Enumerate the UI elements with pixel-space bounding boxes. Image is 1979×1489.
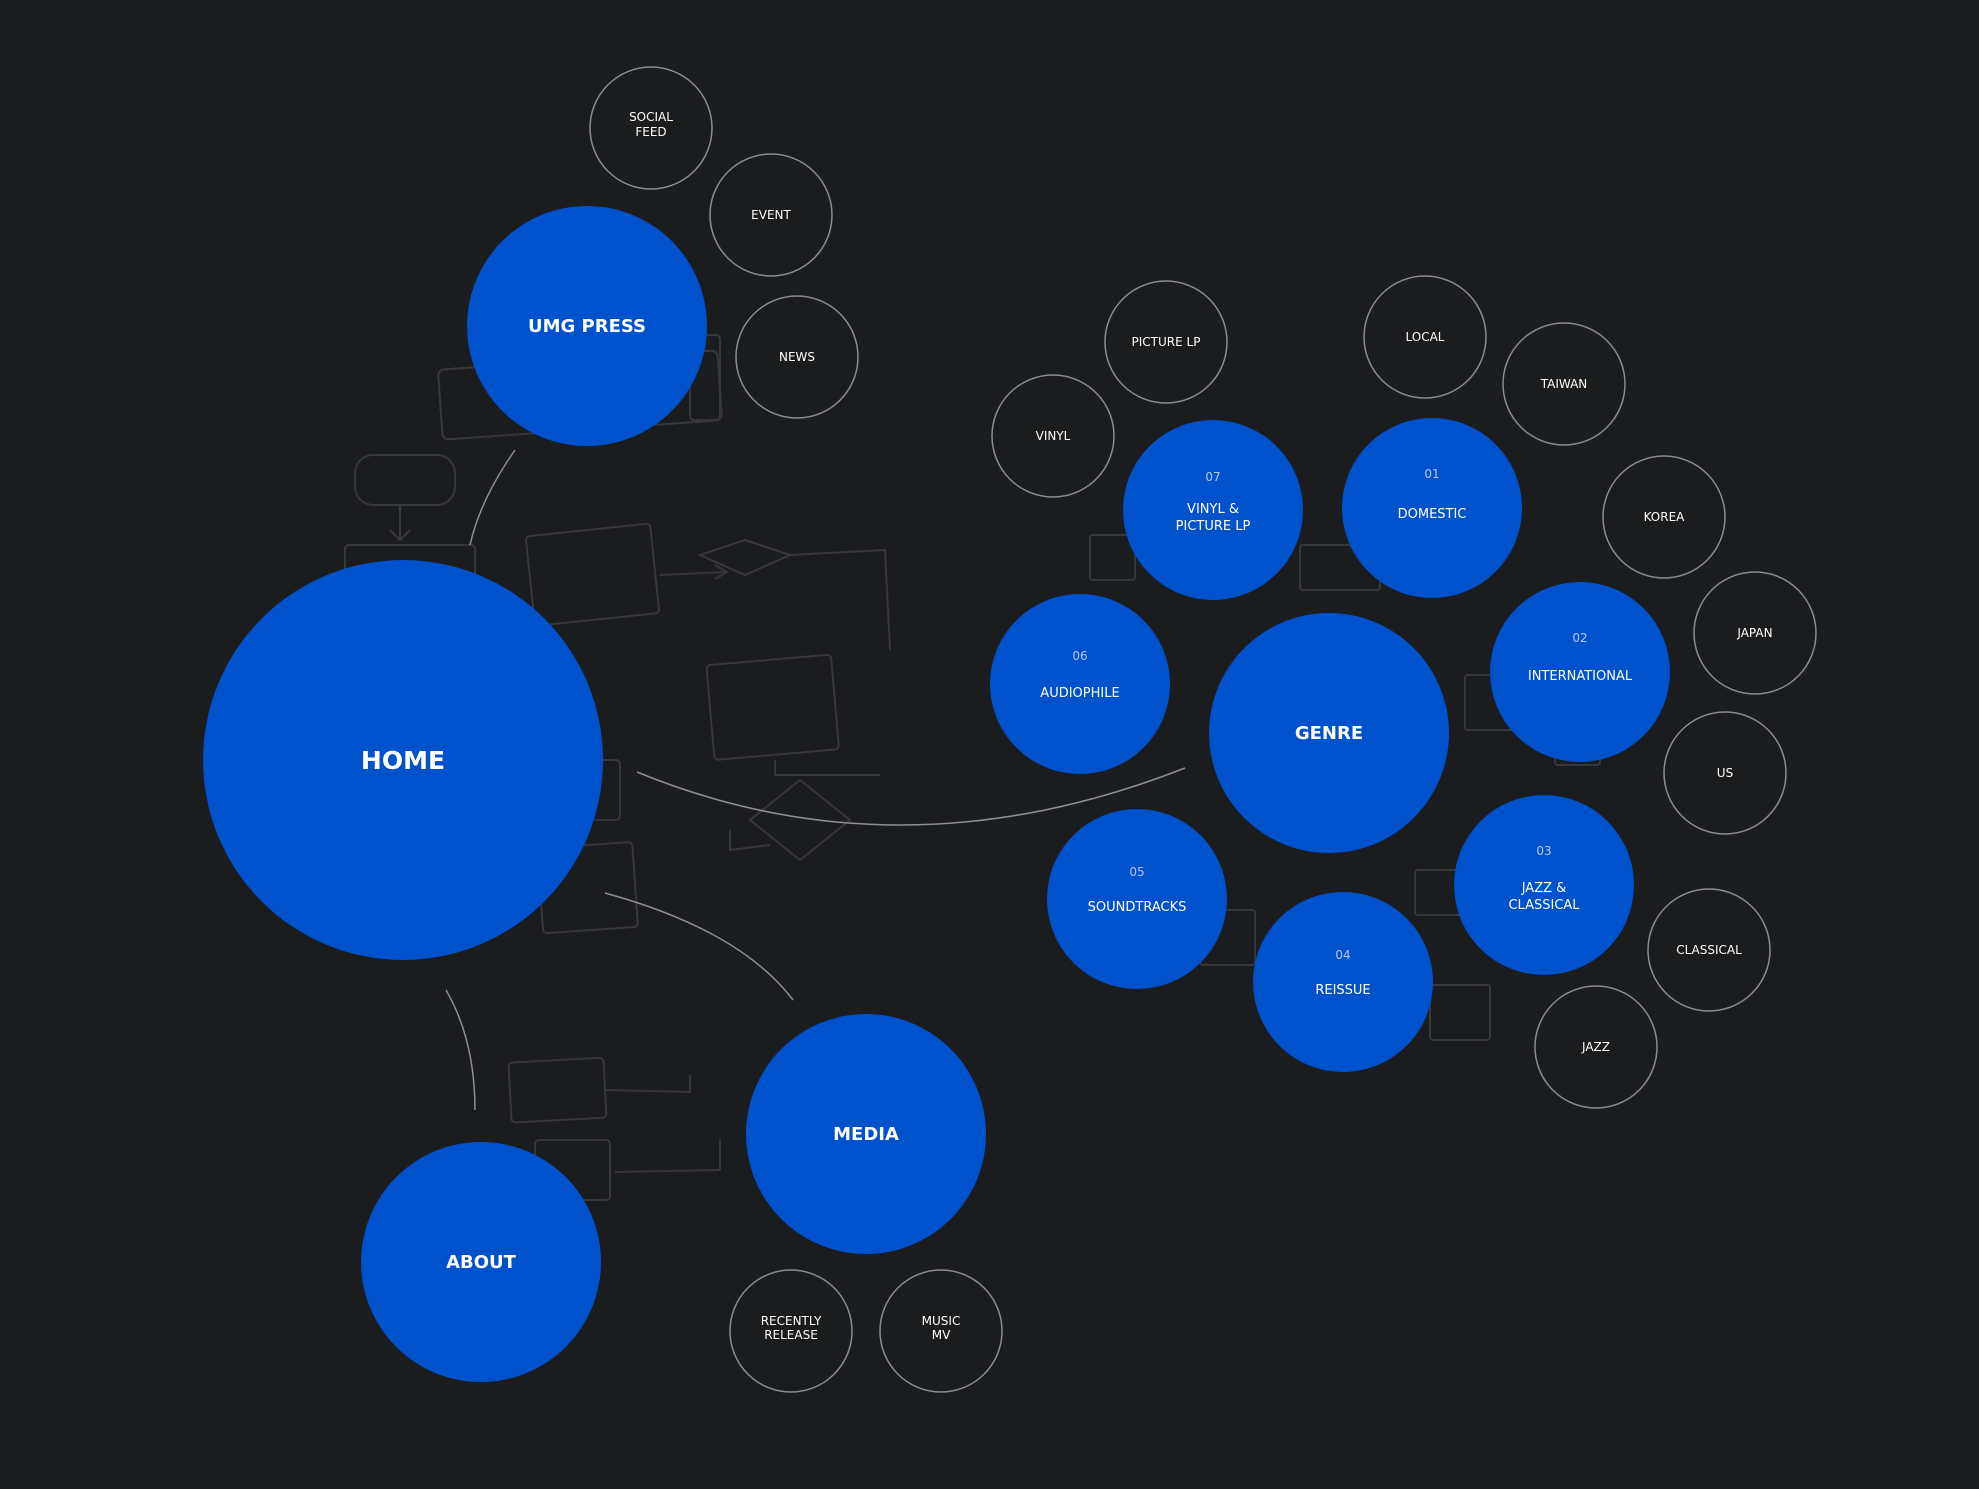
node-soundtracks[interactable]: 05 SOUNDTRACKS bbox=[1047, 809, 1227, 989]
node-vinyl-picture-lp-label-1: VINYL & bbox=[1187, 502, 1239, 517]
node-reissue-circle bbox=[1253, 892, 1433, 1072]
node-about-label: ABOUT bbox=[446, 1252, 517, 1273]
node-umg-press-circle bbox=[467, 206, 707, 446]
node-korea-circle bbox=[1602, 455, 1726, 579]
node-jazz-classical-number: 03 bbox=[1536, 844, 1551, 858]
node-jazz[interactable]: JAZZ bbox=[1534, 985, 1658, 1109]
node-home[interactable]: HOME bbox=[203, 560, 603, 960]
node-audiophile[interactable]: 06 AUDIOPHILE bbox=[990, 594, 1170, 774]
node-music-mv-label-2: MV bbox=[932, 1328, 951, 1342]
node-jazz-classical-circle bbox=[1454, 795, 1634, 975]
node-news[interactable]: NEWS bbox=[735, 295, 859, 419]
node-international-circle bbox=[1490, 582, 1670, 762]
node-media[interactable]: MEDIA bbox=[746, 1014, 986, 1254]
node-reissue[interactable]: 04 REISSUE bbox=[1253, 892, 1433, 1072]
node-genre[interactable]: GENRE bbox=[1209, 613, 1449, 853]
node-umg-press-label: UMG PRESS bbox=[528, 316, 646, 337]
node-vinyl-picture-lp-circle bbox=[1123, 420, 1303, 600]
node-domestic-label: DOMESTIC bbox=[1398, 507, 1467, 522]
node-picture-lp-label: PICTURE LP bbox=[1132, 335, 1201, 349]
node-picture-lp-circle bbox=[1104, 280, 1228, 404]
node-reissue-label: REISSUE bbox=[1315, 983, 1370, 998]
node-news-label: NEWS bbox=[779, 350, 815, 364]
node-genre-label: GENRE bbox=[1295, 723, 1363, 744]
node-jazz-classical-label-1: JAZZ & bbox=[1521, 881, 1567, 896]
node-soundtracks-circle bbox=[1047, 809, 1227, 989]
node-local-circle bbox=[1363, 275, 1487, 399]
node-recently-release-label-1: RECENTLY bbox=[761, 1314, 822, 1328]
node-korea-label: KOREA bbox=[1644, 510, 1686, 524]
node-media-circle bbox=[746, 1014, 986, 1254]
node-jazz-classical-label-2: CLASSICAL bbox=[1508, 898, 1580, 913]
node-news-circle bbox=[735, 295, 859, 419]
node-us[interactable]: US bbox=[1663, 711, 1787, 835]
node-event-label: EVENT bbox=[751, 208, 791, 222]
node-social-feed-circle bbox=[589, 66, 713, 190]
node-umg-press[interactable]: UMG PRESS bbox=[467, 206, 707, 446]
node-domestic-number: 01 bbox=[1424, 467, 1439, 481]
node-taiwan-label: TAIWAN bbox=[1540, 377, 1588, 391]
node-picture-lp[interactable]: PICTURE LP bbox=[1104, 280, 1228, 404]
node-music-mv-circle bbox=[879, 1269, 1003, 1393]
node-classical[interactable]: CLASSICAL bbox=[1647, 888, 1771, 1012]
node-about[interactable]: ABOUT bbox=[361, 1142, 601, 1382]
node-korea[interactable]: KOREA bbox=[1602, 455, 1726, 579]
node-home-circle bbox=[203, 560, 603, 960]
node-event[interactable]: EVENT bbox=[709, 153, 833, 277]
node-event-circle bbox=[709, 153, 833, 277]
node-vinyl-picture-lp[interactable]: 07 VINYL & PICTURE LP bbox=[1123, 420, 1303, 600]
node-classical-circle bbox=[1647, 888, 1771, 1012]
node-vinyl-picture-lp-number: 07 bbox=[1205, 470, 1220, 484]
node-vinyl-picture-lp-label-2: PICTURE LP bbox=[1176, 519, 1251, 534]
node-international-number: 02 bbox=[1572, 631, 1587, 645]
node-us-circle bbox=[1663, 711, 1787, 835]
node-media-label: MEDIA bbox=[833, 1124, 899, 1145]
node-us-label: US bbox=[1717, 766, 1733, 780]
node-social-feed[interactable]: SOCIAL FEED bbox=[589, 66, 713, 190]
node-domestic-circle bbox=[1342, 418, 1522, 598]
connector-home-umg-press bbox=[469, 449, 516, 546]
node-jazz-classical[interactable]: 03 JAZZ & CLASSICAL bbox=[1454, 795, 1634, 975]
node-recently-release-label-2: RELEASE bbox=[764, 1328, 818, 1342]
node-audiophile-label: AUDIOPHILE bbox=[1040, 686, 1119, 701]
node-japan-circle bbox=[1693, 571, 1817, 695]
node-home-label: HOME bbox=[361, 746, 445, 775]
node-local[interactable]: LOCAL bbox=[1363, 275, 1487, 399]
node-recently-release[interactable]: RECENTLY RELEASE bbox=[729, 1269, 853, 1393]
node-japan[interactable]: JAPAN bbox=[1693, 571, 1817, 695]
node-vinyl[interactable]: VINYL bbox=[991, 374, 1115, 498]
node-recently-release-circle bbox=[729, 1269, 853, 1393]
node-domestic[interactable]: 01 DOMESTIC bbox=[1342, 418, 1522, 598]
node-soundtracks-label: SOUNDTRACKS bbox=[1088, 900, 1187, 915]
node-international[interactable]: 02 INTERNATIONAL bbox=[1490, 582, 1670, 762]
node-reissue-number: 04 bbox=[1335, 948, 1350, 962]
node-taiwan-circle bbox=[1502, 322, 1626, 446]
node-audiophile-number: 06 bbox=[1072, 649, 1087, 663]
node-social-feed-label-1: SOCIAL bbox=[629, 110, 673, 124]
node-music-mv[interactable]: MUSIC MV bbox=[879, 1269, 1003, 1393]
node-social-feed-label-2: FEED bbox=[635, 125, 666, 139]
node-jazz-circle bbox=[1534, 985, 1658, 1109]
node-local-label: LOCAL bbox=[1406, 330, 1445, 344]
node-jazz-label: JAZZ bbox=[1581, 1040, 1610, 1054]
node-soundtracks-number: 05 bbox=[1129, 865, 1144, 879]
connectors bbox=[445, 449, 1186, 1111]
node-genre-circle bbox=[1209, 613, 1449, 853]
node-about-circle bbox=[361, 1142, 601, 1382]
node-taiwan[interactable]: TAIWAN bbox=[1502, 322, 1626, 446]
node-classical-label: CLASSICAL bbox=[1676, 943, 1742, 957]
node-japan-label: JAPAN bbox=[1736, 626, 1772, 640]
node-music-mv-label-1: MUSIC bbox=[922, 1314, 961, 1328]
connector-home-media bbox=[604, 892, 794, 1001]
node-international-label: INTERNATIONAL bbox=[1528, 669, 1633, 684]
connector-home-about bbox=[445, 989, 476, 1111]
node-vinyl-circle bbox=[991, 374, 1115, 498]
node-vinyl-label: VINYL bbox=[1036, 429, 1071, 443]
connector-home-genre bbox=[636, 767, 1186, 826]
node-audiophile-circle bbox=[990, 594, 1170, 774]
